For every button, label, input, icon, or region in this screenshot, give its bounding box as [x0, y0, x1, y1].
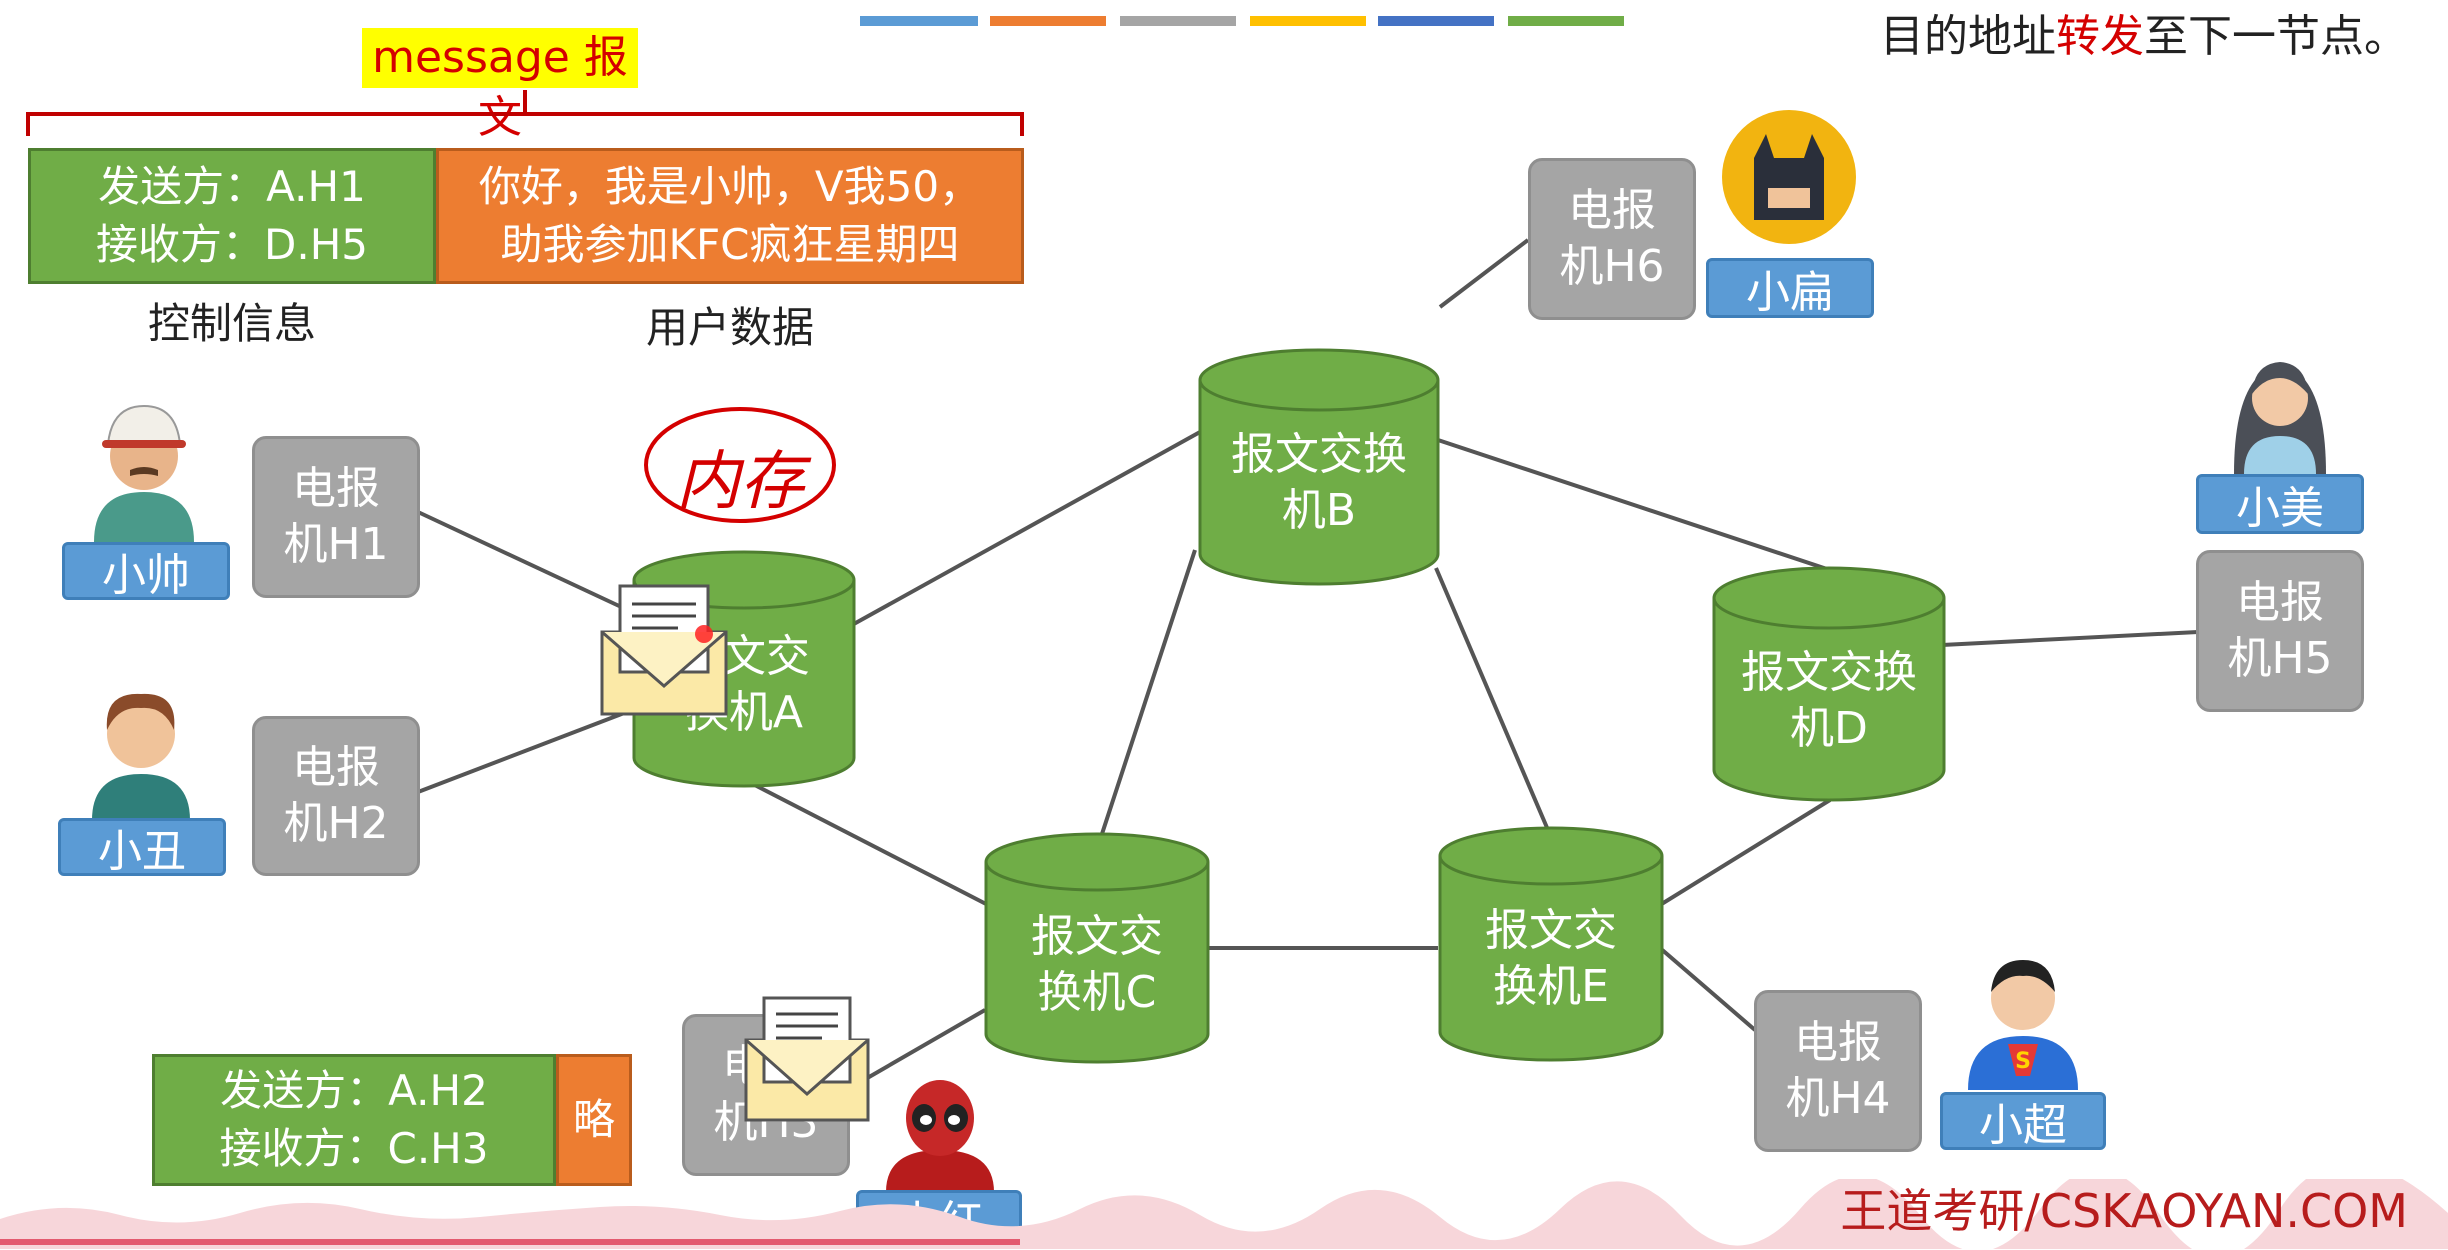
telegraph-h2: 电报 机H2: [252, 716, 420, 876]
telegraph-h6-line2: 机H6: [1559, 241, 1665, 292]
user-data-cell: 你好，我是小帅，V我50， 助我参加KFC疯狂星期四: [436, 148, 1024, 284]
color-bar-orange: [990, 16, 1106, 26]
telegraph-h4-line1: 电报: [1794, 1017, 1882, 1068]
superman-icon: S: [1968, 960, 2078, 1090]
link-b-c: [1098, 549, 1197, 841]
telegraph-h1: 电报 机H1: [252, 436, 420, 598]
boy-person-icon: [92, 693, 190, 820]
memory-annotation-circle: [644, 407, 836, 523]
slide-text-top: 目的地址转发至下一节点。: [1880, 11, 2408, 62]
message2-omitted: 略: [572, 1095, 615, 1144]
cylinder-icon: [984, 832, 1210, 1064]
user-data-caption: 用户数据: [645, 303, 814, 352]
link-h2-a: [417, 708, 633, 794]
control-info-caption: 控制信息: [147, 299, 316, 348]
watermark: 王道考研/CSKAOYAN.COM: [1840, 1184, 2408, 1238]
envelope-icon: [600, 584, 728, 716]
link-b-d: [1437, 438, 1831, 572]
cap-person-icon: [94, 404, 194, 542]
color-bar-blue: [860, 16, 978, 26]
telegraph-h5: 电报 机H5: [2196, 550, 2364, 712]
color-bar-green: [1508, 16, 1624, 26]
switch-c-line1: 报文交: [1031, 911, 1163, 962]
name-xiaomei: 小美: [2196, 474, 2364, 534]
link-c-h3: [848, 1008, 987, 1090]
switch-b-line1: 报文交换: [1231, 429, 1407, 480]
switch-b: 报文交换 机B: [1198, 348, 1440, 586]
switch-b-line2: 机B: [1281, 485, 1357, 536]
telegraph-h1-line1: 电报: [292, 463, 380, 514]
bottom-wave-decoration: [0, 1179, 2448, 1249]
switch-d-line2: 机D: [1790, 703, 1868, 754]
name-xiaochao: 小超: [1940, 1092, 2106, 1151]
name-xiaobian: 小扁: [1706, 258, 1874, 318]
sender-text: 发送方：A.H1: [98, 162, 366, 211]
link-a-c: [744, 778, 989, 907]
girl-person-icon: [2234, 362, 2326, 474]
batman-icon: [1722, 110, 1856, 244]
message2-receiver: 接收方：C.H3: [219, 1124, 489, 1173]
switch-c-line2: 换机C: [1037, 967, 1157, 1018]
user-data-line1: 你好，我是小帅，V我50，: [478, 162, 982, 211]
switch-e: 报文交 换机E: [1438, 826, 1664, 1062]
message-title: message 报文: [362, 28, 638, 143]
cylinder-icon: [1712, 566, 1946, 802]
telegraph-h2-line1: 电报: [292, 742, 380, 793]
message2-sender: 发送方：A.H2: [220, 1066, 488, 1115]
color-bar-gray: [1120, 16, 1236, 26]
telegraph-h4: 电报 机H4: [1754, 990, 1922, 1152]
color-bar-darkblue: [1378, 16, 1494, 26]
telegraph-h4-line2: 机H4: [1785, 1073, 1891, 1124]
switch-d: 报文交换 机D: [1712, 566, 1946, 802]
telegraph-h2-line2: 机H2: [283, 798, 389, 849]
svg-text:S: S: [2015, 1049, 2031, 1074]
receiver-text: 接收方：D.H5: [96, 220, 368, 269]
switch-d-line1: 报文交换: [1741, 647, 1917, 698]
envelope-icon: [744, 996, 870, 1122]
link-a-b: [851, 430, 1201, 627]
color-bar-yellow: [1250, 16, 1366, 26]
telegraph-h5-line1: 电报: [2236, 577, 2324, 628]
link-b-h6: [1438, 238, 1530, 309]
memory-annotation-text: 内存: [676, 445, 804, 519]
telegraph-h6-line1: 电报: [1568, 185, 1656, 236]
telegraph-h5-line2: 机H5: [2227, 633, 2333, 684]
message2-omitted-cell: 略: [556, 1054, 632, 1186]
user-data-line2: 助我参加KFC疯狂星期四: [500, 220, 960, 269]
control-info-cell: 发送方：A.H1 接收方：D.H5: [28, 148, 436, 284]
link-e-h4: [1658, 946, 1757, 1032]
message-brace: [26, 90, 1024, 136]
link-b-e: [1434, 567, 1550, 831]
link-d-h5: [1941, 630, 2199, 647]
cylinder-icon: [1198, 348, 1440, 586]
telegraph-h1-line2: 机H1: [283, 519, 389, 570]
switch-e-line1: 报文交: [1485, 905, 1617, 956]
telegraph-h6: 电报 机H6: [1528, 158, 1696, 320]
name-xiaochou: 小丑: [58, 818, 226, 877]
cylinder-icon: [1438, 826, 1664, 1062]
link-d-e: [1658, 798, 1832, 907]
message2-control-cell: 发送方：A.H2 接收方：C.H3: [152, 1054, 556, 1186]
switch-c: 报文交 换机C: [984, 832, 1210, 1064]
switch-e-line2: 换机E: [1493, 961, 1609, 1012]
link-h1-a: [417, 510, 633, 614]
name-xiaoshuai: 小帅: [62, 542, 230, 601]
deadpool-icon: [886, 1080, 994, 1192]
